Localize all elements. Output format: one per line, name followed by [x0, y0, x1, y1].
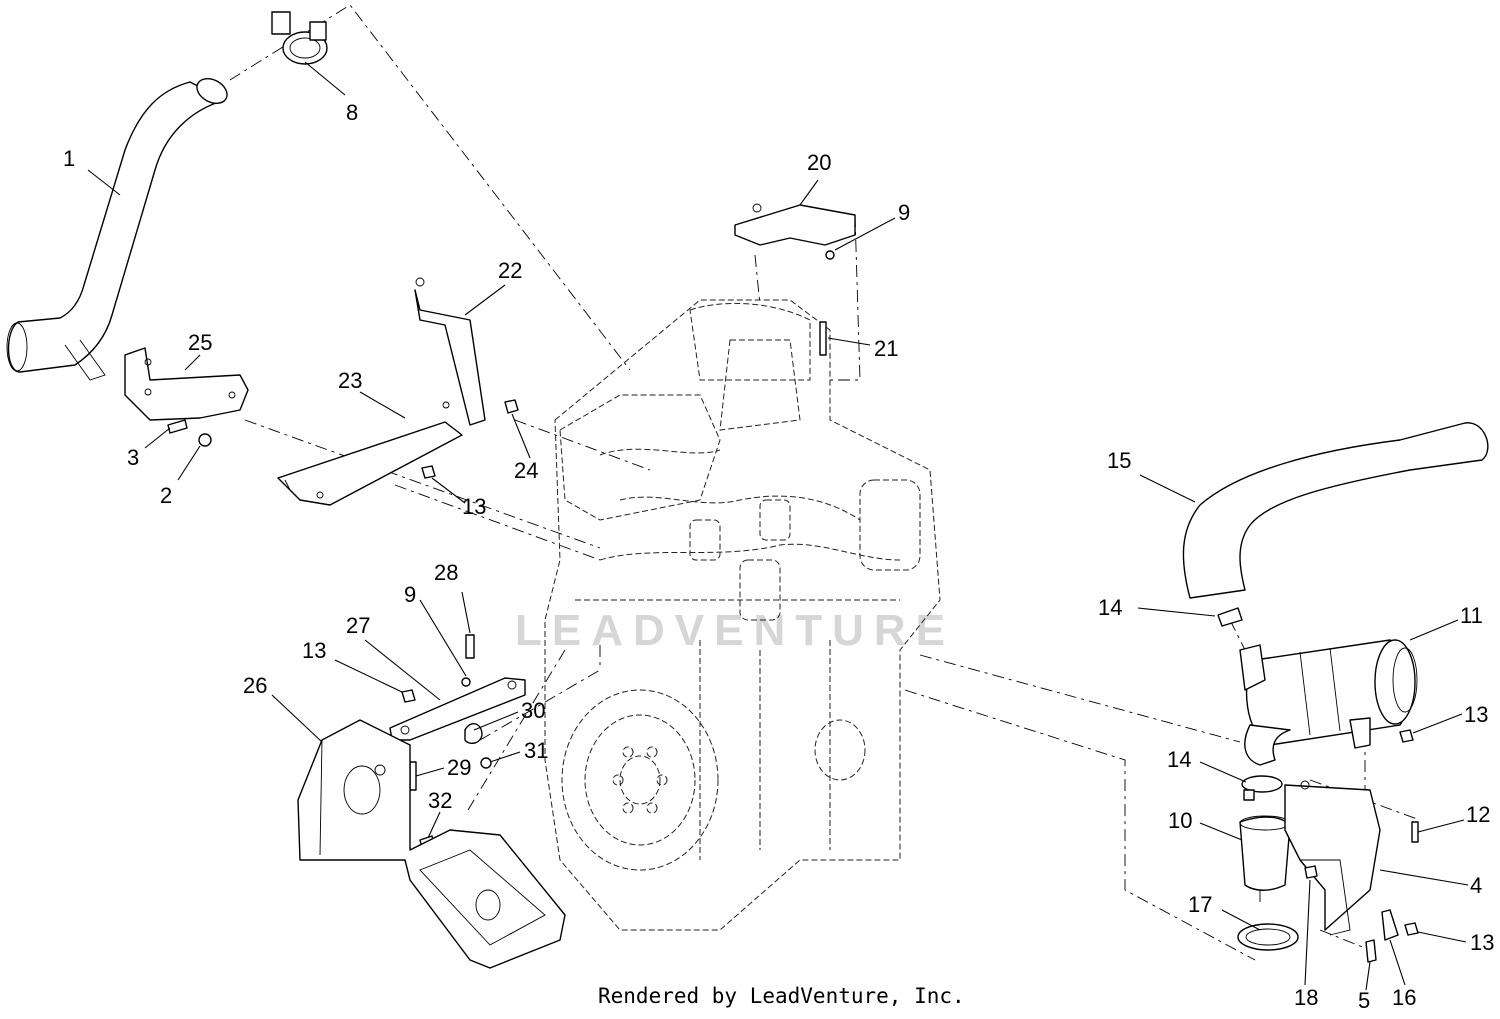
- bracket-27: [389, 677, 526, 741]
- callout-18: 18: [1294, 985, 1318, 1010]
- bolt-3: [167, 419, 188, 434]
- nut-13-a: [421, 465, 436, 479]
- bolt-28: [465, 634, 475, 659]
- callout-13-right-bottom: 13: [1470, 930, 1494, 955]
- callout-21: 21: [874, 336, 898, 361]
- callout-14-top: 14: [1098, 595, 1122, 620]
- callout-26: 26: [243, 673, 267, 698]
- clamp-14-lower: [1241, 775, 1283, 801]
- plate-23: [277, 421, 463, 506]
- callout-4: 4: [1470, 873, 1482, 898]
- callout-labels: 1 8 25 3 2 23 22 24 13 20 9 21 15 14 11 …: [63, 100, 1494, 1013]
- callout-15: 15: [1107, 448, 1131, 473]
- callout-5: 5: [1358, 988, 1370, 1013]
- callout-24: 24: [514, 458, 538, 483]
- callout-30: 30: [521, 698, 545, 723]
- callout-25: 25: [188, 330, 212, 355]
- callout-9-top: 9: [898, 200, 910, 225]
- watermark: LEADVENTURE: [515, 606, 955, 655]
- callout-16: 16: [1392, 985, 1416, 1010]
- washer-2: [198, 433, 212, 447]
- clamp-17: [1237, 923, 1299, 951]
- bracket-4: [1284, 780, 1381, 936]
- callout-2: 2: [160, 483, 172, 508]
- engine-mount-26: [297, 719, 566, 969]
- callout-11: 11: [1460, 603, 1483, 628]
- screw-9-left: [461, 677, 471, 687]
- callout-29: 29: [447, 755, 471, 780]
- callout-10: 10: [1168, 808, 1192, 833]
- leader-lines: [87, 61, 1469, 991]
- bolt-12: [1411, 821, 1419, 843]
- callout-17: 17: [1188, 892, 1212, 917]
- bracket-20: [734, 203, 856, 246]
- engine-block: [544, 299, 941, 931]
- callout-28: 28: [434, 560, 458, 585]
- callout-3: 3: [127, 445, 139, 470]
- air-cleaner: [1239, 639, 1418, 766]
- callout-8: 8: [346, 100, 358, 125]
- bracket-25: [124, 347, 249, 421]
- callout-31: 31: [524, 738, 548, 763]
- callout-13-a: 13: [462, 494, 486, 519]
- callout-13-right-top: 13: [1464, 702, 1488, 727]
- callout-14-lower: 14: [1167, 747, 1191, 772]
- bracket-22: [414, 277, 486, 426]
- washer-18: [1304, 865, 1318, 879]
- bolt-21: [819, 321, 827, 356]
- hose-10: [1239, 815, 1291, 891]
- bolt-29: [409, 761, 417, 791]
- callout-13-left: 13: [302, 638, 326, 663]
- screw-31: [480, 757, 492, 769]
- clip-30: [464, 723, 483, 744]
- screw-9-top: [825, 250, 835, 260]
- bolt-5: [1365, 939, 1377, 963]
- callout-1: 1: [63, 146, 75, 171]
- clip-16: [1381, 909, 1399, 941]
- callout-27: 27: [346, 613, 370, 638]
- callout-9-left: 9: [404, 582, 416, 607]
- callout-20: 20: [807, 150, 831, 175]
- callout-23: 23: [338, 368, 362, 393]
- nut-13-right-bottom: [1404, 922, 1419, 936]
- callout-22: 22: [498, 258, 522, 283]
- bolt-24: [504, 399, 519, 414]
- clamp-14-top: [1217, 607, 1243, 627]
- nut-13-right-top: [1399, 729, 1414, 743]
- nut-13-left: [401, 689, 416, 703]
- callout-12: 12: [1466, 802, 1490, 827]
- intake-hose: [1182, 422, 1489, 599]
- credit-text: Rendered by LeadVenture, Inc.: [598, 984, 965, 1008]
- exhaust-pipe: [6, 78, 228, 381]
- callout-32: 32: [428, 788, 452, 813]
- pipe-clamp: [271, 11, 328, 65]
